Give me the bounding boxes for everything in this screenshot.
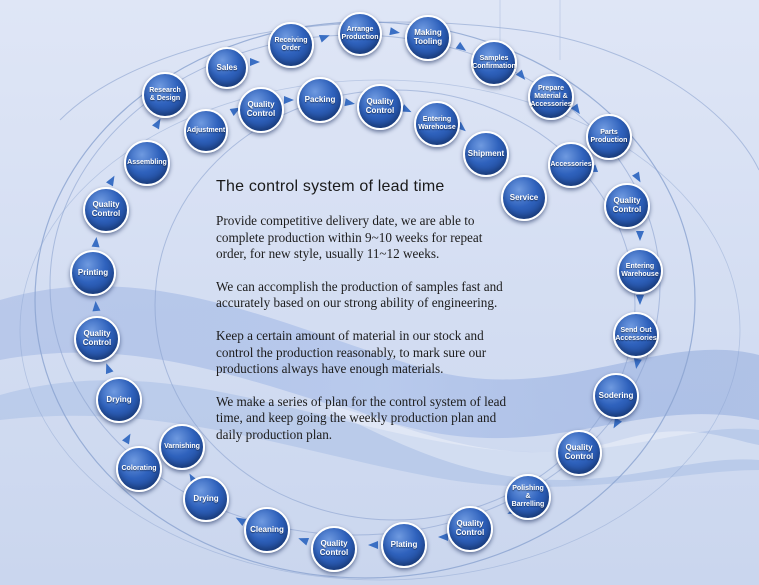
flow-arrow [515, 69, 526, 80]
node-drying-1: Drying [183, 476, 229, 522]
node-entering-warehouse-2: Entering Warehouse [414, 101, 460, 147]
flow-arrow [298, 537, 310, 546]
node-colorating: Colorating [116, 446, 162, 492]
node-samples-confirmation: Samples Confirmation [471, 40, 517, 86]
flow-arrow [438, 533, 448, 541]
node-packing: Packing [297, 77, 343, 123]
node-quality-control-3: Quality Control [447, 506, 493, 552]
node-accessories: Accessories [548, 142, 594, 188]
flow-arrow [389, 27, 400, 36]
flow-arrow [250, 58, 260, 66]
node-quality-control-2: Quality Control [556, 430, 602, 476]
node-plating: Plating [381, 522, 427, 568]
node-receiving-order: Receiving Order [268, 22, 314, 68]
flow-arrow [229, 107, 241, 116]
node-research-design: Research & Design [142, 72, 188, 118]
flow-arrow [91, 237, 100, 248]
node-send-out-accessories: Send Out Accessories [613, 312, 659, 358]
flow-arrow [455, 41, 467, 51]
flow-arrow [152, 118, 161, 130]
flow-arrow [613, 417, 622, 429]
node-drying-2: Drying [96, 377, 142, 423]
paragraph-material: Keep a certain amount of material in our… [216, 327, 487, 377]
paragraph-delivery: Provide competitive delivery date, we ar… [216, 213, 483, 262]
paragraph-planning: We make a series of plan for the control… [216, 393, 507, 442]
flow-arrow [570, 103, 580, 115]
node-assembling: Assembling [124, 140, 170, 186]
description-text: Provide competitive delivery date, we ar… [216, 213, 516, 460]
node-varnishing: Varnishing [159, 424, 205, 470]
flow-arrow [318, 34, 330, 43]
flow-arrow [344, 98, 355, 107]
flow-arrow [106, 175, 115, 187]
node-sales: Sales [206, 47, 248, 89]
node-quality-control-5: Quality Control [74, 316, 120, 362]
paragraph-samples: We can accomplish the production of samp… [216, 278, 503, 311]
diagram-title: The control system of lead time [216, 178, 445, 195]
flow-arrow [235, 517, 247, 526]
node-parts-production: Parts Production [586, 114, 632, 160]
flow-arrow [368, 541, 378, 549]
flow-arrow [284, 96, 294, 104]
node-adjustment: Adjustment [184, 109, 228, 153]
node-quality-control-4: Quality Control [311, 526, 357, 572]
flow-arrow [122, 433, 131, 445]
node-cleaning: Cleaning [244, 507, 290, 553]
flow-arrow [105, 363, 114, 375]
node-sodering: Sodering [593, 373, 639, 419]
flow-arrow [632, 171, 641, 183]
node-service: Service [501, 175, 547, 221]
node-polishing-barrelling: Polishing & Barrelling [505, 474, 551, 520]
flow-arrow [92, 301, 101, 312]
node-quality-control-1: Quality Control [604, 183, 650, 229]
flow-arrow [400, 104, 412, 113]
node-entering-warehouse-1: Entering Warehouse [617, 248, 663, 294]
flow-arrow [636, 295, 644, 305]
node-quality-control-8: Quality Control [357, 84, 403, 130]
flow-arrow [633, 358, 642, 369]
node-shipment: Shipment [463, 131, 509, 177]
node-quality-control-6: Quality Control [83, 187, 129, 233]
node-quality-control-7: Quality Control [238, 87, 284, 133]
flow-arrow [455, 121, 466, 132]
flow-arrow [636, 231, 644, 241]
node-printing: Printing [70, 250, 116, 296]
node-arrange-production: Arrange Production [338, 12, 382, 56]
node-making-tooling: Making Tooling [405, 15, 451, 61]
node-prepare-material: Prepare Material & Accessories [528, 74, 574, 120]
